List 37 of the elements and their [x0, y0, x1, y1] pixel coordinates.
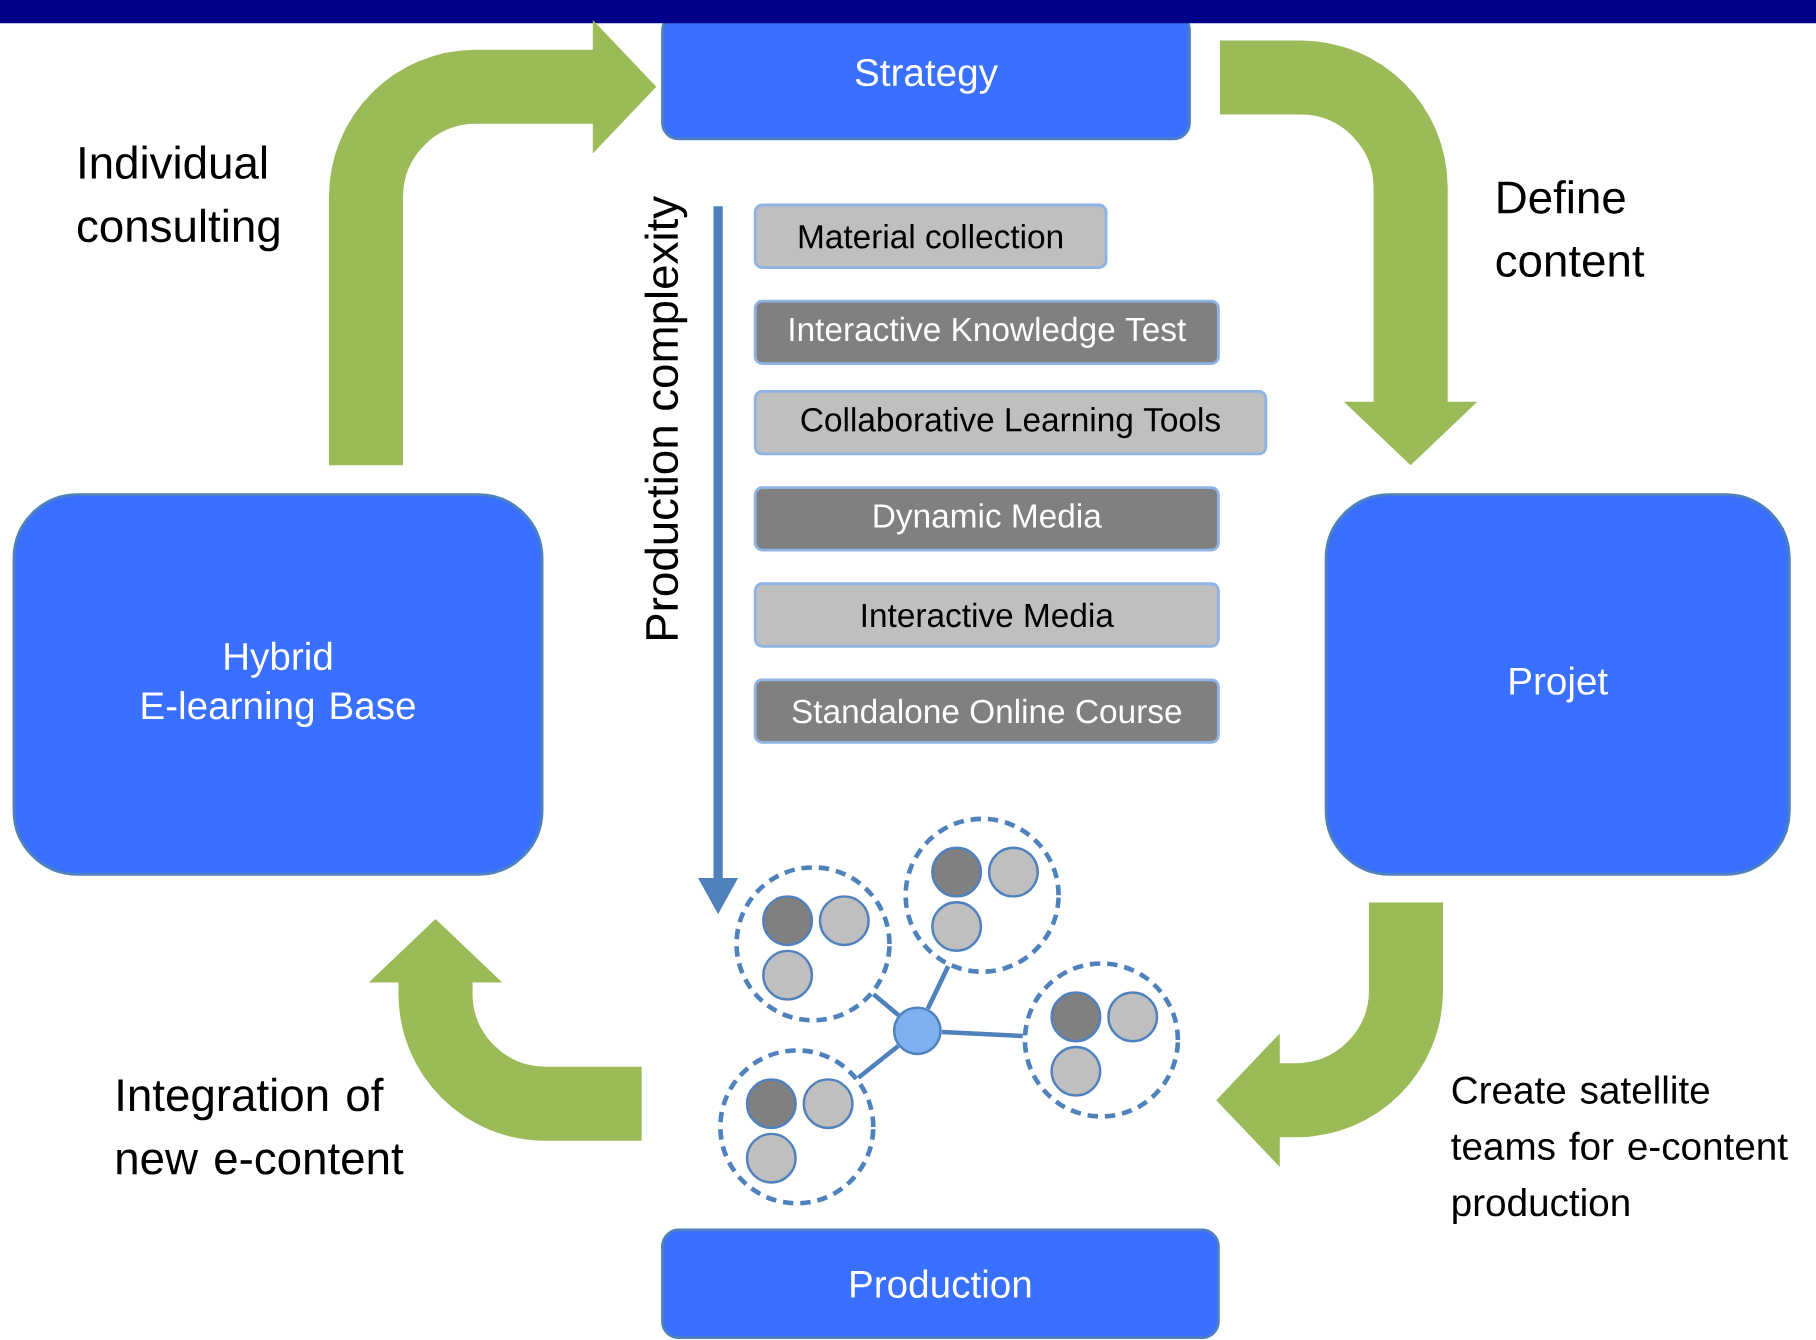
connector-line [872, 992, 901, 1017]
edge-label: Individual consulting [77, 145, 279, 252]
team-circle [734, 865, 892, 1023]
content-box: Interactive Media [753, 582, 1220, 648]
connector-line [925, 965, 951, 1010]
member-circle [987, 846, 1039, 898]
member-circle [802, 1078, 854, 1130]
process-box: Strategy [661, 12, 1191, 141]
process-box: Hybrid E-learning Base [12, 493, 544, 876]
member-circle [1050, 991, 1102, 1043]
member-circle [931, 846, 983, 898]
member-circle [1050, 1045, 1102, 1097]
axis-label: Production complexity [644, 196, 688, 639]
member-circle [818, 895, 870, 947]
content-box: Dynamic Media [753, 486, 1220, 552]
content-box: Interactive Knowledge Test [753, 299, 1220, 366]
content-box: Collaborative Learning Tools [753, 390, 1268, 456]
hub-circle [892, 1006, 942, 1056]
process-box: Projet [1324, 493, 1791, 876]
connector-line [856, 1044, 900, 1080]
connector-line [941, 1029, 1023, 1039]
content-box: Standalone Online Course [753, 678, 1220, 744]
content-box: Material collection [753, 203, 1108, 269]
edge-label: Define content [1496, 180, 1645, 277]
member-circle [745, 1078, 797, 1130]
team-circle [903, 816, 1061, 975]
title-bar [0, 0, 1816, 24]
edge-label: Create satellite teams for e-content production [1451, 1075, 1788, 1224]
member-circle [745, 1132, 797, 1184]
team-circle [1022, 961, 1181, 1119]
member-circle [762, 949, 814, 1001]
process-box: Production [661, 1228, 1220, 1340]
member-circle [1107, 991, 1159, 1043]
edge-label: Integration of new e-content [117, 1077, 404, 1175]
member-circle [762, 895, 814, 947]
team-circle [718, 1048, 876, 1206]
member-circle [931, 900, 983, 952]
